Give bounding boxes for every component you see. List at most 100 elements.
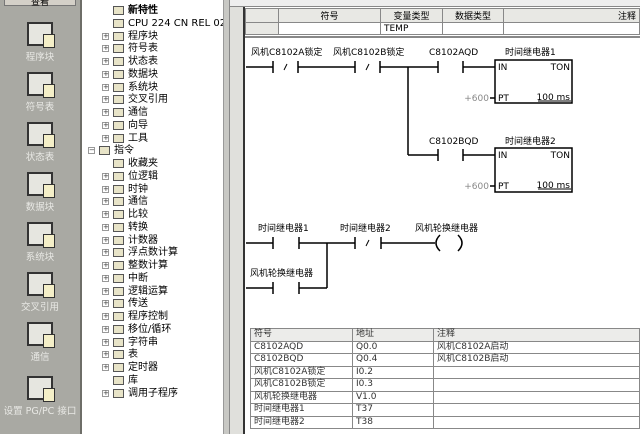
nav-item[interactable]: 程序块	[0, 22, 80, 63]
tree-item[interactable]: +符号表	[102, 42, 158, 55]
no-contact[interactable]	[272, 282, 300, 294]
expand-toggle-icon[interactable]: +	[102, 350, 109, 359]
no-contact[interactable]	[437, 61, 464, 73]
tree-item[interactable]: 收藏夹	[102, 157, 158, 170]
expand-toggle-icon[interactable]: +	[102, 210, 109, 218]
expand-toggle-icon[interactable]: +	[102, 197, 109, 206]
tree-item[interactable]: +通信	[102, 195, 148, 208]
tree-item[interactable]: +系统块	[102, 81, 158, 94]
tree-item[interactable]: +浮点数计算	[102, 246, 178, 259]
expand-toggle-icon[interactable]: +	[102, 95, 109, 104]
tree-item[interactable]: +逻辑运算	[102, 285, 168, 298]
table-cell[interactable]: Q0.4	[352, 353, 434, 367]
tree-item[interactable]: +状态表	[102, 55, 158, 68]
table-cell[interactable]: 风机C8102A锁定	[250, 365, 353, 379]
expand-toggle-icon[interactable]: +	[102, 184, 109, 193]
expand-toggle-icon[interactable]: +	[102, 31, 109, 40]
expand-toggle-icon[interactable]: +	[102, 120, 109, 129]
tree-item[interactable]: +整数计算	[102, 259, 168, 272]
rung-1[interactable]	[246, 59, 573, 193]
tree-item[interactable]: +通信	[102, 106, 148, 119]
table-cell[interactable]: I0.3	[352, 378, 434, 392]
no-contact[interactable]	[272, 237, 300, 249]
ladder-diagram[interactable]: 风机C8102A锁定 风机C8102B锁定 C8102AQD C8102BQD …	[230, 0, 640, 330]
expand-toggle-icon[interactable]: +	[102, 261, 109, 269]
table-cell[interactable]: 风机轮换继电器	[250, 390, 353, 404]
tree-item[interactable]: +工具	[102, 132, 148, 145]
table-cell[interactable]: 风机C8102B锁定	[250, 378, 353, 392]
nc-contact[interactable]	[354, 237, 382, 249]
nav-item[interactable]: 通信	[0, 322, 80, 363]
timer-box-1[interactable]	[494, 59, 573, 104]
table-cell[interactable]: 时间继电器1	[250, 403, 353, 417]
expand-toggle-icon[interactable]: −	[88, 146, 95, 155]
splitter[interactable]	[224, 0, 230, 434]
table-cell[interactable]	[433, 378, 640, 392]
timer-box-2[interactable]	[494, 147, 573, 193]
expand-toggle-icon[interactable]: +	[102, 286, 109, 295]
var-cell[interactable]: TEMP	[380, 22, 443, 35]
nav-item[interactable]: 数据块	[0, 172, 80, 213]
expand-toggle-icon[interactable]: +	[102, 324, 109, 333]
tree-item[interactable]: +调用子程序	[102, 387, 178, 400]
nav-item[interactable]: 状态表	[0, 122, 80, 163]
tree-item[interactable]: +字符串	[102, 336, 158, 349]
table-cell[interactable]: 风机C8102B启动	[433, 353, 640, 367]
no-contact[interactable]	[437, 149, 464, 161]
tree-item[interactable]: +表	[102, 348, 138, 361]
tree-item[interactable]: +传送	[102, 297, 148, 310]
table-cell[interactable]: C8102AQD	[250, 340, 353, 354]
tree-item[interactable]: +比较	[102, 208, 148, 221]
nc-contact[interactable]	[272, 61, 299, 73]
table-cell[interactable]: T37	[352, 403, 434, 417]
tree-item[interactable]: +计数器	[102, 234, 158, 247]
rung-2[interactable]	[246, 234, 463, 294]
expand-toggle-icon[interactable]: +	[102, 388, 109, 397]
expand-toggle-icon[interactable]: +	[102, 248, 109, 257]
tree-item[interactable]: +移位/循环	[102, 323, 171, 336]
table-cell[interactable]	[433, 415, 640, 429]
output-coil[interactable]	[435, 234, 463, 252]
tree-item[interactable]: +时钟	[102, 183, 148, 196]
table-cell[interactable]	[433, 365, 640, 379]
nav-item[interactable]: 交叉引用	[0, 272, 80, 313]
expand-toggle-icon[interactable]: +	[102, 312, 109, 320]
table-cell[interactable]: Q0.0	[352, 340, 434, 354]
tree-item[interactable]: 库	[102, 374, 138, 387]
expand-toggle-icon[interactable]: +	[102, 69, 109, 78]
tree-item[interactable]: +转换	[102, 221, 148, 234]
expand-toggle-icon[interactable]: +	[102, 57, 109, 65]
tree-item[interactable]: 新特性	[102, 4, 158, 17]
table-cell[interactable]: 风机C8102A启动	[433, 340, 640, 354]
expand-toggle-icon[interactable]: +	[102, 82, 109, 91]
nav-item[interactable]: 系统块	[0, 222, 80, 263]
nav-item[interactable]: 符号表	[0, 72, 80, 113]
tree-item[interactable]: −指令	[88, 144, 134, 157]
tree-item[interactable]: +定时器	[102, 361, 158, 374]
table-cell[interactable]: T38	[352, 415, 434, 429]
tree-item[interactable]: +向导	[102, 119, 148, 132]
table-cell[interactable]: V1.0	[352, 390, 434, 404]
tree-item[interactable]: +数据块	[102, 68, 158, 81]
expand-toggle-icon[interactable]: +	[102, 44, 109, 53]
tree-item[interactable]: CPU 224 CN REL 02.0	[102, 17, 223, 30]
var-table-row[interactable]: TEMP	[245, 22, 640, 35]
tree-item[interactable]: +程序控制	[102, 310, 168, 323]
tree-item[interactable]: +中断	[102, 272, 148, 285]
tree-item[interactable]: +程序块	[102, 30, 158, 43]
expand-toggle-icon[interactable]: +	[102, 108, 109, 116]
var-cell[interactable]	[503, 22, 640, 35]
table-cell[interactable]: C8102BQD	[250, 353, 353, 367]
program-editor[interactable]: 符号 变量类型 数据类型 注释 TEMP	[230, 0, 640, 434]
expand-toggle-icon[interactable]: +	[102, 222, 109, 231]
nc-contact[interactable]	[354, 61, 381, 73]
expand-toggle-icon[interactable]: +	[102, 363, 109, 371]
table-cell[interactable]: I0.2	[352, 365, 434, 379]
